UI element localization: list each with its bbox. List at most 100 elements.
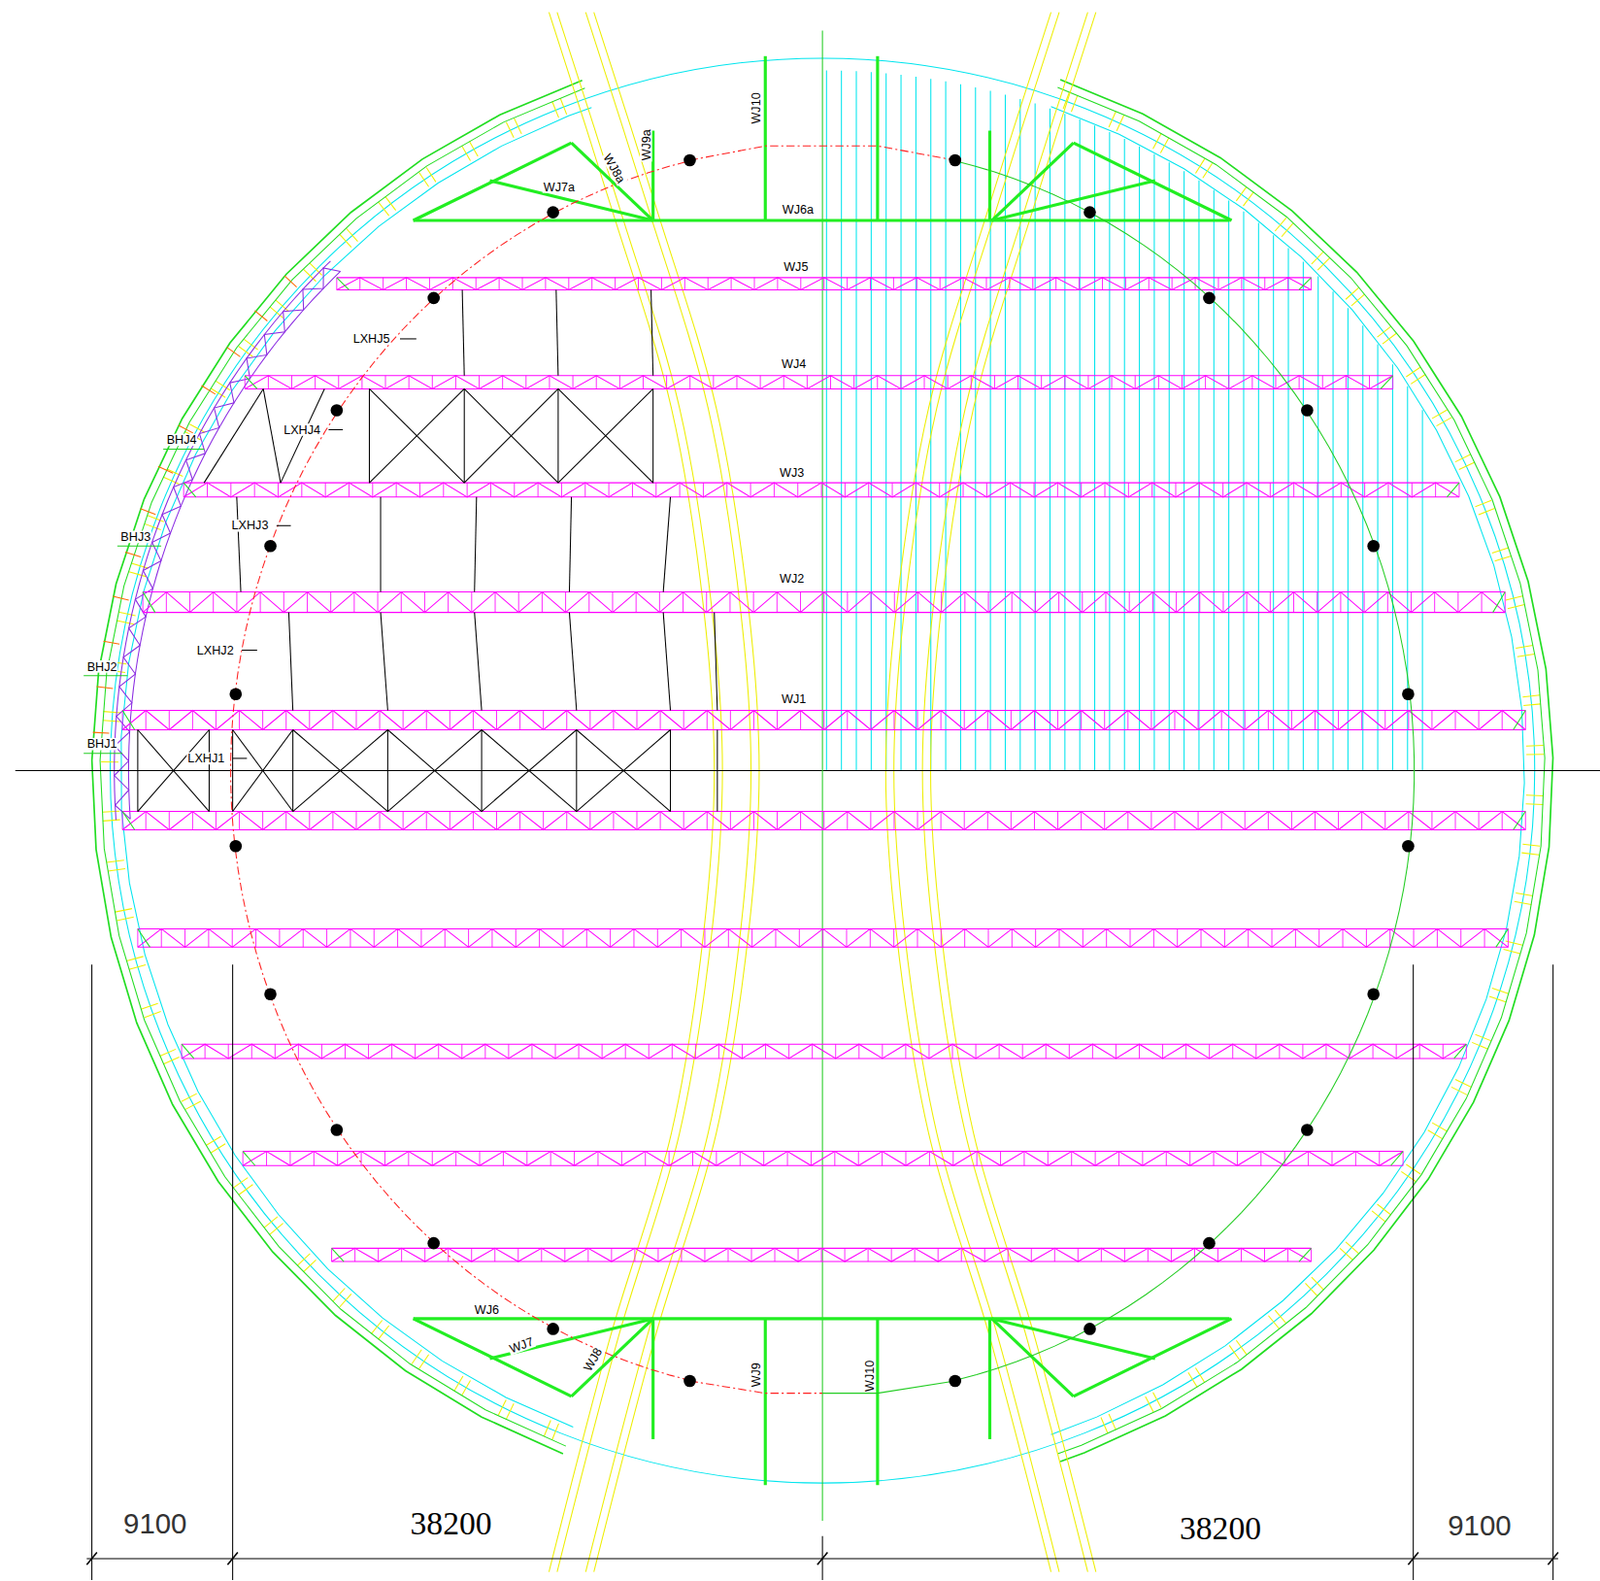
truss-web bbox=[867, 482, 869, 498]
truss-web bbox=[168, 710, 170, 731]
member-label: LXHJ1 bbox=[186, 752, 226, 766]
truss-web bbox=[1150, 811, 1152, 831]
truss-web bbox=[391, 1043, 393, 1059]
truss-web bbox=[184, 928, 186, 947]
truss-end bbox=[1454, 1043, 1467, 1059]
truss-web bbox=[283, 592, 285, 613]
truss-web bbox=[1244, 710, 1246, 731]
leader-line bbox=[233, 757, 248, 759]
truss-web bbox=[407, 1151, 409, 1167]
truss-web bbox=[797, 482, 799, 498]
truss-web bbox=[420, 928, 422, 947]
edge-tick bbox=[118, 611, 135, 616]
edge-tick bbox=[1475, 500, 1493, 507]
arch-band bbox=[885, 12, 1051, 1572]
truss-web bbox=[326, 928, 328, 947]
truss-web bbox=[763, 1151, 765, 1167]
truss-web bbox=[262, 811, 264, 831]
truss-web bbox=[774, 928, 776, 947]
truss-web bbox=[355, 710, 357, 731]
truss-end bbox=[181, 1043, 195, 1059]
purlin-line bbox=[1377, 344, 1379, 771]
truss-web bbox=[1368, 375, 1370, 390]
truss-web bbox=[1340, 482, 1342, 498]
truss-web bbox=[692, 1151, 694, 1167]
truss-end bbox=[137, 928, 151, 947]
truss-web bbox=[1175, 482, 1177, 498]
truss-end bbox=[1513, 811, 1527, 831]
member-label: BHJ2 bbox=[86, 660, 119, 673]
truss-web bbox=[1366, 928, 1367, 947]
truss-web bbox=[1260, 1151, 1262, 1167]
truss-web bbox=[800, 592, 801, 613]
edge-tick bbox=[210, 1143, 226, 1153]
edge-tick bbox=[1522, 695, 1540, 698]
edge-tick bbox=[303, 1259, 317, 1271]
truss-web bbox=[1032, 277, 1034, 291]
truss-web bbox=[589, 811, 591, 831]
edge-tick bbox=[1455, 454, 1471, 463]
truss-web bbox=[260, 592, 262, 613]
edge-tick bbox=[1492, 547, 1509, 554]
truss-web bbox=[1010, 710, 1012, 731]
edge-tick bbox=[275, 300, 290, 312]
truss-web bbox=[668, 1151, 670, 1167]
truss-web bbox=[1434, 482, 1436, 498]
truss-web bbox=[325, 482, 327, 498]
edge-tick bbox=[505, 1402, 514, 1419]
support-column bbox=[546, 1322, 560, 1335]
truss-web bbox=[741, 1043, 743, 1059]
bracing bbox=[368, 388, 465, 483]
truss-end bbox=[183, 482, 197, 498]
truss-web bbox=[490, 482, 492, 498]
main-truss bbox=[992, 1318, 1156, 1359]
truss-web bbox=[330, 592, 332, 613]
bracing bbox=[137, 729, 210, 811]
truss-web bbox=[495, 592, 497, 613]
truss-web bbox=[994, 375, 996, 390]
truss-web bbox=[567, 277, 569, 291]
main-truss bbox=[489, 180, 653, 221]
truss-web bbox=[1342, 928, 1344, 947]
truss-web bbox=[414, 1043, 416, 1059]
truss-web bbox=[924, 375, 926, 390]
truss-web bbox=[442, 482, 444, 498]
leader-line bbox=[400, 337, 417, 339]
edge-tick bbox=[1478, 508, 1496, 515]
support-column bbox=[1401, 839, 1415, 853]
truss-chord bbox=[244, 374, 1393, 376]
truss-web bbox=[1507, 928, 1509, 947]
truss-web bbox=[1419, 1043, 1421, 1059]
bracing bbox=[387, 729, 482, 811]
edge-tick bbox=[1345, 287, 1359, 300]
truss-web bbox=[1173, 710, 1175, 731]
truss-web bbox=[858, 1151, 860, 1167]
member-label: WJ7a bbox=[542, 180, 576, 194]
bracing bbox=[136, 729, 138, 811]
bracing bbox=[464, 388, 559, 483]
truss-web bbox=[985, 277, 987, 291]
truss-web bbox=[914, 1247, 916, 1262]
truss-web bbox=[776, 710, 778, 731]
truss-web bbox=[244, 375, 246, 390]
truss-web bbox=[1436, 928, 1438, 947]
truss-web bbox=[636, 710, 638, 731]
truss-web bbox=[869, 710, 871, 731]
bracing bbox=[233, 729, 294, 811]
support-column bbox=[1401, 687, 1415, 700]
truss-web bbox=[1199, 482, 1200, 498]
truss-web bbox=[145, 811, 147, 831]
edge-tick bbox=[468, 141, 478, 158]
bracing bbox=[474, 497, 477, 593]
truss-web bbox=[655, 482, 657, 498]
truss-web bbox=[566, 811, 567, 831]
truss-web bbox=[608, 482, 610, 498]
truss-web bbox=[181, 1043, 183, 1059]
truss-web bbox=[750, 482, 752, 498]
truss-web bbox=[550, 1151, 552, 1167]
edge-tick bbox=[1145, 1396, 1154, 1412]
truss-web bbox=[916, 928, 918, 947]
truss-web bbox=[1322, 375, 1324, 390]
truss-web bbox=[773, 482, 775, 498]
truss-web bbox=[331, 1247, 333, 1262]
